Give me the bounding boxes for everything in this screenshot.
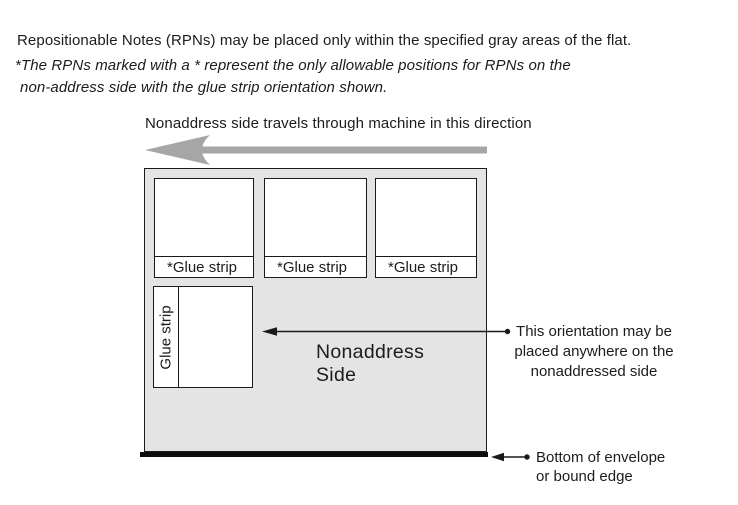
orientation-callout-line-1: This orientation may be <box>516 323 672 340</box>
rpn-box-1-glue-strip-label: *Glue strip <box>167 258 238 276</box>
machine-direction-arrow-icon <box>145 135 487 165</box>
bottom-edge-pointer-arrowhead-icon <box>491 452 504 462</box>
rpn-box-2-body <box>265 179 366 257</box>
rpn-box-vertical-glue-strip: Glue strip <box>154 287 179 387</box>
rpn-box-1-body <box>155 179 253 257</box>
rpn-box-vertical-glue-strip-label: Glue strip <box>157 304 175 370</box>
footnote-line-2: non-address side with the glue strip ori… <box>20 79 388 96</box>
rpn-box-2: *Glue strip <box>264 178 367 278</box>
intro-text: Repositionable Notes (RPNs) may be place… <box>17 32 632 49</box>
bottom-edge-callout-line-2: or bound edge <box>536 468 633 485</box>
bottom-edge-callout-text: Bottom of envelope or bound edge <box>536 448 665 486</box>
orientation-callout-text: This orientation may be placed anywhere … <box>499 322 689 382</box>
orientation-callout-line-3: nonaddressed side <box>530 363 658 380</box>
rpn-box-2-glue-strip-label: *Glue strip <box>277 258 348 276</box>
rpn-box-3-body <box>376 179 476 257</box>
rpn-box-3-glue-strip-label: *Glue strip <box>388 258 459 276</box>
machine-direction-arrow-shaft <box>200 146 487 154</box>
nonaddress-side-label-line-1: Nonaddress <box>316 341 425 363</box>
flat-bottom-edge <box>140 452 488 457</box>
rpn-box-vertical: Glue strip <box>153 286 253 388</box>
nonaddress-side-label-line-2: Side <box>316 364 357 386</box>
bottom-edge-pointer-bullet-icon <box>524 454 530 460</box>
footnote-line-1: *The RPNs marked with a * represent the … <box>15 57 571 74</box>
machine-direction-arrowhead-icon <box>145 135 210 165</box>
rpn-box-3: *Glue strip <box>375 178 477 278</box>
rpn-box-1: *Glue strip <box>154 178 254 278</box>
machine-direction-label: Nonaddress side travels through machine … <box>145 115 532 132</box>
nonaddress-side-label: Nonaddress Side <box>316 341 424 387</box>
orientation-callout-line-2: placed anywhere on the <box>514 343 674 360</box>
bottom-edge-callout-line-1: Bottom of envelope <box>536 449 666 466</box>
intro-footnote: *The RPNs marked with a * represent the … <box>15 55 571 99</box>
bottom-edge-pointer-arrow-icon <box>491 452 530 462</box>
